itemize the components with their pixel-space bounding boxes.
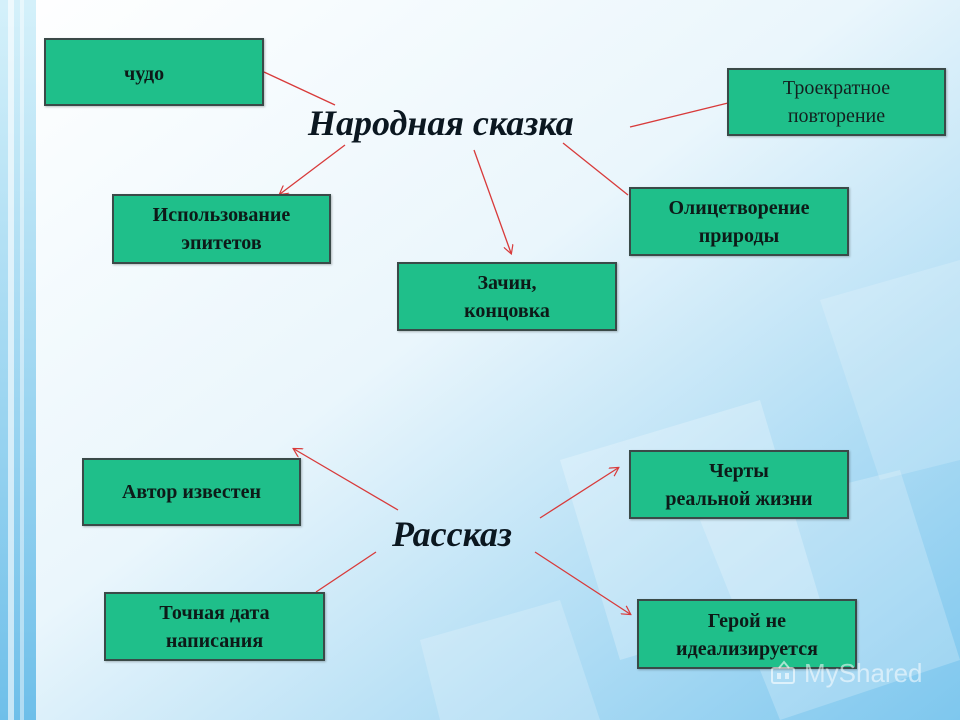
- node-exact-date: Точная дата написания: [104, 592, 325, 661]
- arrow-story-to-hero: [534, 551, 630, 614]
- node-author-known: Автор известен: [82, 458, 301, 526]
- folk-tale-heading: Народная сказка: [308, 103, 574, 143]
- arrow-story-to-author: [294, 449, 399, 511]
- arrow-story-to-reallife: [539, 468, 618, 519]
- arrow-folk-to-triple: [629, 102, 729, 128]
- watermark-text: MyShared: [804, 658, 923, 688]
- arrow-story-to-date: [315, 551, 377, 593]
- arrow-folk-to-opening: [473, 149, 511, 253]
- watermark: MyShared: [770, 658, 923, 689]
- node-real-life: Черты реальной жизни: [629, 450, 849, 519]
- node-triple-repetition: Троекратное повторение: [727, 68, 946, 136]
- node-epithets: Использование эпитетов: [112, 194, 331, 264]
- node-hero-not-idealized: Герой не идеализируется: [637, 599, 857, 669]
- node-opening-ending: Зачин, концовка: [397, 262, 617, 331]
- arrow-folk-to-epithets: [280, 144, 346, 194]
- arrow-folk-to-miracle: [263, 71, 336, 106]
- node-personification: Олицетворение природы: [629, 187, 849, 256]
- arrow-folk-to-personification: [562, 142, 629, 196]
- myshared-logo-icon: [771, 660, 795, 684]
- story-heading: Рассказ: [392, 514, 512, 554]
- node-miracle: чудо: [44, 38, 264, 106]
